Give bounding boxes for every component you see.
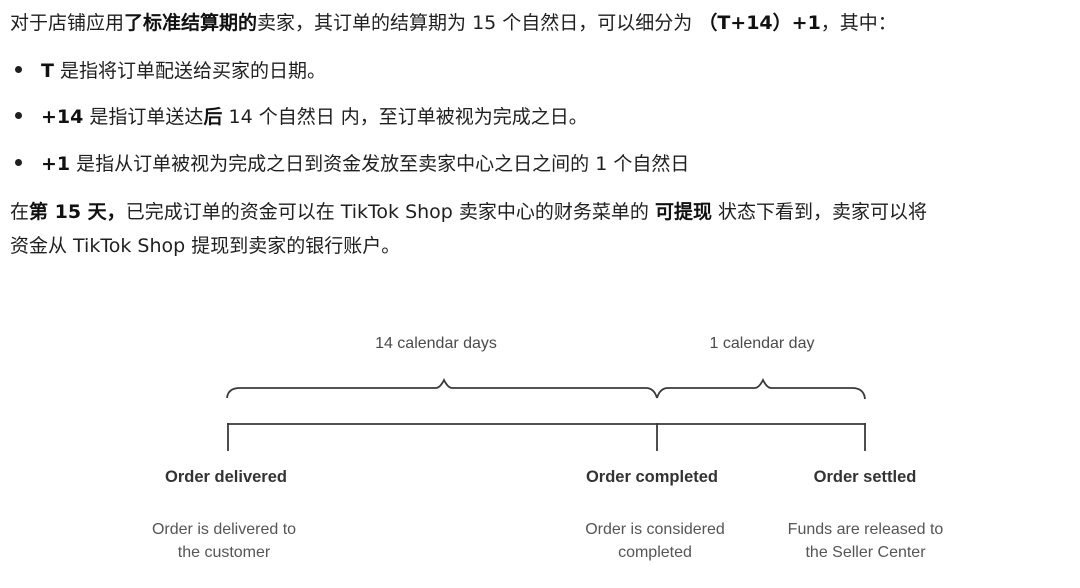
intro-bold-term: 了标准结算期的 xyxy=(124,12,258,34)
list-item-plus1: +1 是指从订单被视为完成之日到资金发放至卖家中心之日之间的 1 个自然日 xyxy=(10,148,689,180)
milestone-title-delivered: Order delivered xyxy=(165,468,287,486)
bullet-icon xyxy=(15,66,22,73)
bullet-icon xyxy=(15,112,22,119)
timeline-lines xyxy=(226,377,866,451)
withdrawable-status: 可提现 xyxy=(654,201,712,223)
list-item-t: T 是指将订单配送给买家的日期。 xyxy=(10,55,326,87)
brace-14-days xyxy=(226,377,658,399)
milestone-desc-settled: Funds are released to the Seller Center xyxy=(787,521,944,561)
milestone-title-settled: Order settled xyxy=(813,468,917,486)
span-label-14-days: 14 calendar days xyxy=(375,335,497,352)
milestone-desc-delivered: Order is delivered to the customer xyxy=(151,521,297,561)
bullet-icon xyxy=(15,159,22,166)
milestone-desc-completed: Order is considered completed xyxy=(585,521,725,561)
summary-paragraph-line2: 资金从 TikTok Shop 提现到卖家的银行账户。 xyxy=(10,235,401,257)
settlement-timeline-diagram: 14 calendar days 1 calendar day Order de… xyxy=(0,300,1080,588)
milestone-title-completed: Order completed xyxy=(585,468,719,486)
list-item-plus14: +14 是指订单送达后 14 个自然日 内，至订单被视为完成之日。 xyxy=(10,101,588,133)
intro-paragraph: 对于店铺应用了标准结算期的卖家，其订单的结算期为 15 个自然日，可以细分为 （… xyxy=(10,12,897,34)
span-label-1-day: 1 calendar day xyxy=(709,335,815,352)
brace-1-day xyxy=(656,377,866,400)
settlement-formula: （T+14）+1 xyxy=(698,12,821,34)
summary-paragraph-line1: 在第 15 天，已完成订单的资金可以在 TikTok Shop 卖家中心的财务菜… xyxy=(10,201,928,223)
